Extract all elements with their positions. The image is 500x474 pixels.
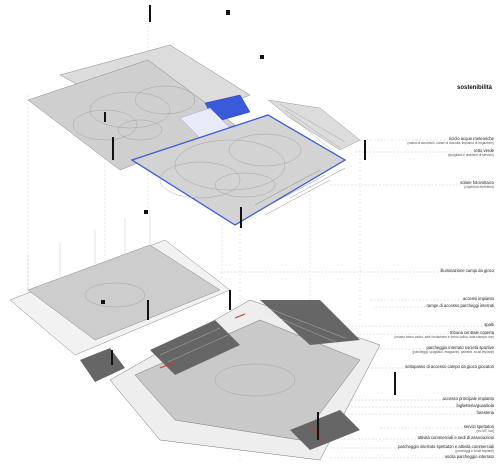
label-text: servizi spettatori [463,424,494,429]
label-foresteria: foresteria [477,410,494,415]
label-text: biglietteria/guardiola [456,403,494,408]
label-accessi: accessi impianto [463,296,494,301]
label-text: riciclo acque meteoriche [448,136,494,141]
diagram-title: sostenibilità [456,85,492,91]
label-text: accesso principale impianto [442,396,494,401]
layer-stadium [9,210,396,461]
label-servizi: servizi spettatori(wc MF, bar) [464,424,494,433]
label-text: sottopasso di accesso campo da gioco gio… [405,364,494,369]
label-text: foresteria [476,410,494,415]
label-subtext: (wc MF, bar) [476,429,494,433]
label-subtext: (vasca di accumulo, canali di raccolta, … [407,141,494,145]
label-rampe: rampe di accesso parcheggi interrati [427,303,495,308]
label-riuso: riciclo acque meteoriche(vasca di accumu… [407,136,494,145]
label-text: attività commerciali e sedi di associazi… [417,435,494,440]
label-tetto: tetto verde(spogliatoi e ambienti di ser… [448,148,494,157]
label-spalti: spalti [484,322,494,327]
label-subtext: (museo torino calcio, sale fondazione e … [394,335,494,339]
label-solare: solare fotovoltaico(copertura foresteria… [460,180,494,189]
label-uscita: uscita parcheggio interrato [445,454,494,459]
label-text: uscita parcheggio interrato [444,454,494,459]
label-text: rampe di accesso parcheggi interrati [426,303,495,308]
label-parcheggio_spett: parcheggio interrato spettatori e attivi… [398,444,494,453]
label-text: illuminazione campi da gioco [440,268,494,273]
label-tribuna: tribuna centrale coperta(museo torino ca… [394,330,494,339]
label-parcheggio_soc: parcheggio interrato società sportive(pa… [413,345,495,354]
label-text: tribuna centrale coperta [450,330,494,335]
label-accesso_princ: accesso principale impianto [443,396,494,401]
label-sottopasso: sottopasso di accesso campo da gioco gio… [405,364,494,369]
label-text: parcheggio interrato società sportive [426,345,494,350]
label-subtext: (spogliatoi e ambienti di servizio) [447,153,494,157]
label-biglietteria: biglietteria/guardiola [457,403,494,408]
label-subtext: (parcheggi e locali impianti) [455,449,494,453]
label-text: solare fotovoltaico [460,180,494,185]
label-illuminazione: illuminazione campi da gioco [440,268,494,273]
label-text: tetto verde [474,148,494,153]
label-attivita: attività commerciali e sedi di associazi… [418,435,494,440]
label-subtext: (copertura foresteria) [464,185,494,189]
label-text: parcheggio interrato spettatori e attivi… [398,444,494,449]
label-text: accessi impianto [463,296,494,301]
label-text: spalti [484,322,494,327]
label-subtext: (parcheggi, spogliatoi, magazzini, pales… [412,350,495,354]
layer-roofs [112,94,366,228]
